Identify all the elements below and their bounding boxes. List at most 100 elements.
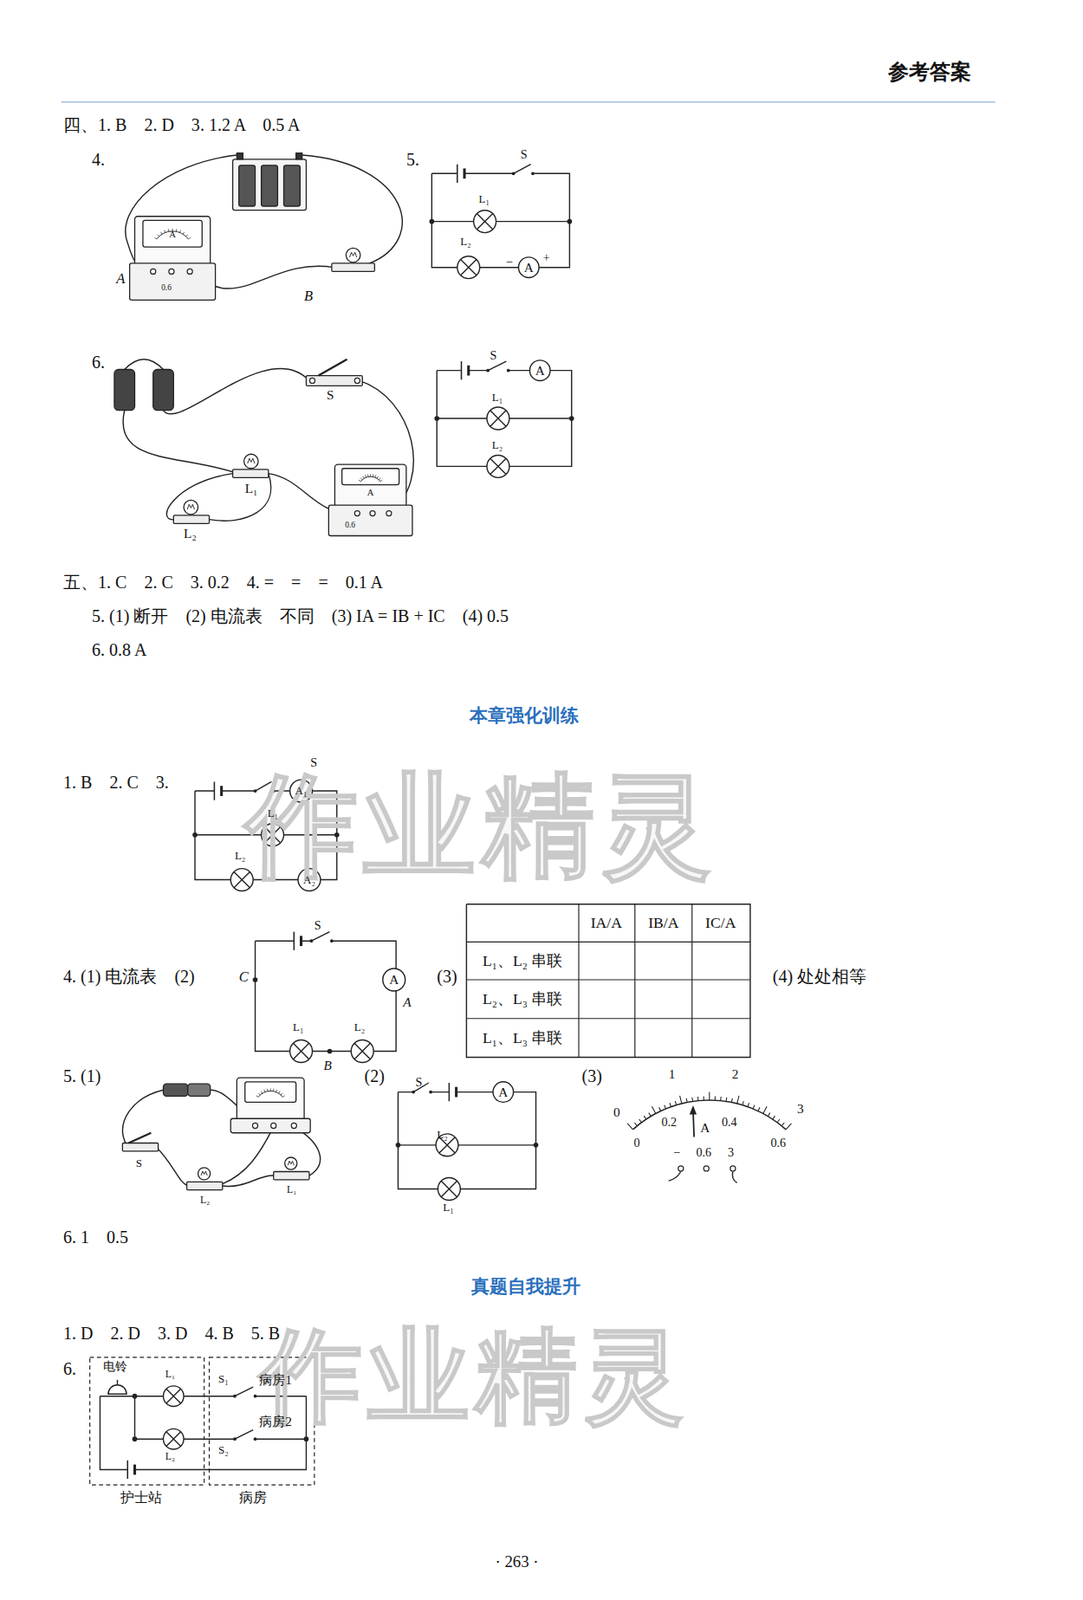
wire — [270, 1088, 272, 1091]
wire — [490, 458, 506, 474]
wire — [440, 1180, 457, 1197]
wire — [125, 155, 238, 273]
junction-dot — [132, 1394, 138, 1400]
answer-text: 4. — [91, 150, 105, 169]
wire — [360, 476, 381, 482]
wire — [375, 474, 377, 478]
wire — [222, 1175, 276, 1187]
wire — [299, 935, 303, 947]
wire — [674, 1101, 676, 1106]
wire — [454, 1087, 458, 1098]
lamp-symbol — [486, 454, 510, 478]
point-label: B — [304, 288, 313, 304]
answer-text: 0 — [613, 1105, 621, 1120]
answer-text: 0.6 — [695, 1146, 712, 1160]
answer-text: 五、1. C 2. C 3. 0.2 4. = = = 0.1 A — [63, 573, 383, 592]
meter-face — [142, 220, 202, 247]
wire — [287, 1160, 294, 1166]
wire — [350, 252, 357, 258]
wire — [179, 230, 181, 234]
lamp-symbol — [350, 1040, 374, 1064]
wire — [742, 1101, 744, 1106]
wire — [266, 1089, 269, 1092]
battery-terminal — [236, 153, 243, 160]
wire — [292, 1043, 309, 1059]
answer-text: S — [136, 1157, 143, 1170]
answer-text: 6. — [91, 353, 105, 372]
answer-text: 6. 1 0.5 — [63, 1228, 129, 1247]
wire — [124, 359, 164, 370]
wire — [175, 228, 178, 232]
meter-face — [342, 468, 400, 486]
section-heading: 真题自我提升 — [471, 1277, 581, 1297]
wire — [763, 1106, 767, 1114]
wire — [260, 1091, 263, 1095]
answer-text: L₂ — [183, 526, 197, 541]
wire — [278, 1091, 281, 1095]
wire — [456, 164, 459, 183]
wire — [737, 1095, 740, 1104]
bulb — [345, 247, 360, 262]
wire — [634, 1122, 637, 1127]
wire — [258, 1090, 283, 1097]
answer-text: 6. — [63, 1360, 77, 1379]
answer-text: 0.6 — [161, 284, 172, 293]
answer-text: 4. (1) 电流表 (2) — [63, 967, 195, 986]
answer-text: L₂ — [436, 1128, 448, 1142]
point-label: A — [402, 995, 411, 1010]
wire — [785, 1123, 792, 1130]
battery-cell — [284, 165, 301, 207]
answer-text: S — [314, 919, 322, 933]
wire — [476, 213, 493, 229]
wire — [747, 1102, 750, 1107]
wire — [123, 410, 235, 474]
lamp-symbol — [290, 1040, 313, 1064]
answer-text: 病房1 — [259, 1373, 292, 1388]
answer-text: (3) — [436, 967, 457, 986]
answer-text: L₁ — [442, 1201, 454, 1214]
wire — [367, 474, 370, 478]
answer-text: S — [415, 1076, 423, 1090]
meter-letter: A — [535, 363, 545, 378]
answer-text: S — [326, 388, 335, 403]
point-label: A — [116, 271, 125, 286]
table-cell: IB/A — [648, 914, 679, 932]
answer-text: L₁ — [286, 1185, 297, 1196]
switch-contact — [531, 171, 535, 176]
battery-cell — [239, 165, 256, 207]
battery-cell — [188, 1083, 211, 1096]
lamp-symbol — [486, 407, 510, 430]
wire — [201, 1171, 208, 1176]
wire — [466, 904, 751, 1058]
wire — [397, 1092, 536, 1190]
terminal — [730, 1166, 736, 1172]
wire — [276, 1089, 278, 1093]
wire — [752, 1105, 755, 1109]
answer-text: (4) 处处相等 — [772, 967, 867, 986]
switch-base — [305, 376, 363, 387]
wire — [166, 1388, 182, 1404]
wire — [431, 173, 570, 267]
lamp-symbol — [163, 1428, 185, 1450]
wire — [708, 1092, 710, 1101]
wire — [222, 1127, 274, 1185]
meter-letter: A — [498, 1085, 508, 1100]
wire — [358, 479, 361, 482]
battery-cell — [153, 369, 175, 410]
junction-dot — [327, 1049, 333, 1055]
wire — [272, 1089, 275, 1092]
wire — [255, 940, 397, 1051]
wire — [466, 1018, 751, 1019]
wire — [318, 359, 348, 377]
wire — [160, 232, 163, 235]
wire — [354, 1043, 370, 1059]
table-cell: L₁、L₂ 串联 — [482, 952, 563, 969]
lamp-symbol — [437, 1178, 461, 1201]
wire — [182, 232, 185, 235]
meter-letter: A₂ — [303, 874, 316, 887]
wire — [680, 1095, 682, 1104]
wire — [448, 1083, 451, 1102]
wire — [719, 1096, 722, 1102]
answer-text: 0.6 — [770, 1136, 786, 1150]
wire — [166, 1432, 182, 1447]
